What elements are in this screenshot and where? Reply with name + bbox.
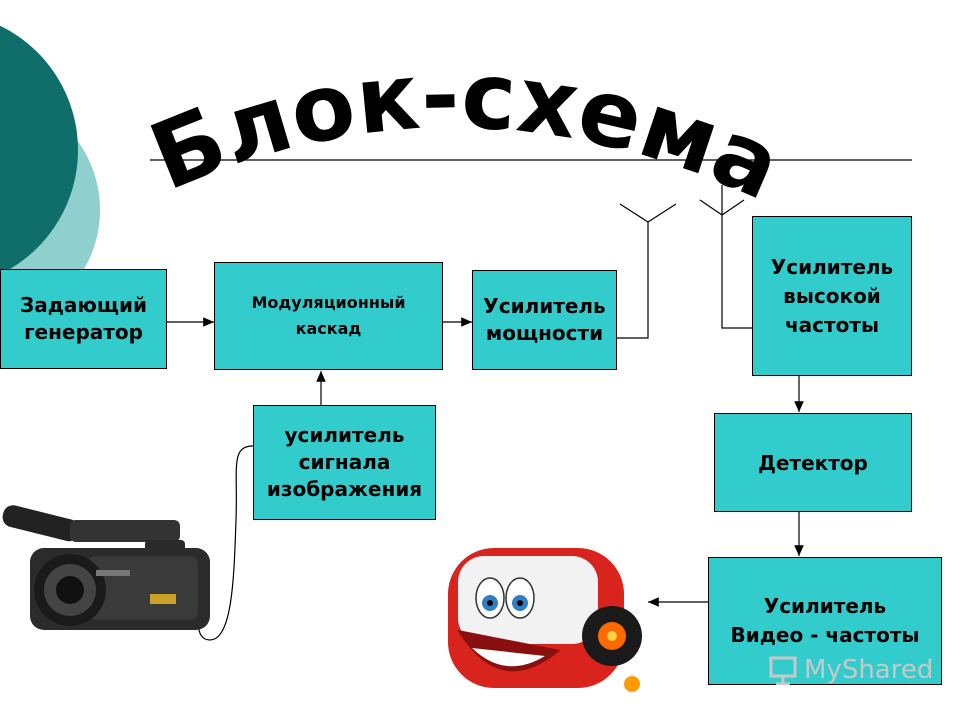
title-text: Блок-схема (136, 42, 796, 210)
watermark: MyShared (768, 655, 933, 685)
cartoon-tv-icon (448, 548, 642, 692)
video-camera-icon (2, 505, 210, 630)
page-title: Блок-схема (136, 42, 796, 210)
block-video-signal-amplifier: усилитель сигнала изображения (253, 405, 436, 520)
line-antenna-to-hf-amp (721, 185, 752, 329)
block-detector: Детектор (714, 413, 912, 512)
block-modulation-stage: Модуляционный каскад (214, 262, 443, 370)
watermark-text: MyShared (804, 655, 934, 685)
antenna-tx-icon (619, 203, 677, 223)
decor-circle-dark (0, 25, 78, 275)
block-hf-amplifier: Усилитель высокой частоты (752, 216, 912, 376)
block-master-oscillator: Задающий генератор (0, 269, 167, 369)
line-power-to-antenna (617, 222, 649, 339)
svg-text:Блок-схема: Блок-схема (136, 42, 796, 210)
block-power-amplifier: Усилитель мощности (472, 270, 617, 370)
presentation-board-icon (769, 656, 797, 685)
antenna-rx-icon (699, 199, 745, 216)
block-video-freq-amplifier: Усилитель Видео - частоты (708, 557, 942, 685)
